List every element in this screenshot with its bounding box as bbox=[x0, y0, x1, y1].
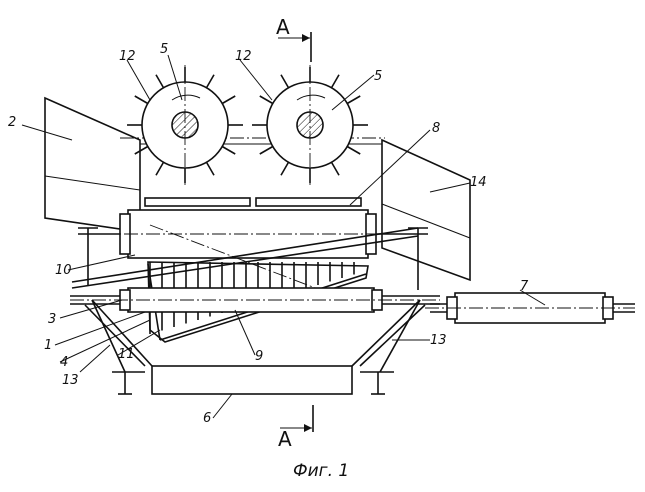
callout-5-right: 5 bbox=[374, 69, 382, 84]
callout-1: 1 bbox=[44, 338, 52, 353]
callout-11: 9 bbox=[255, 349, 263, 364]
rotor-tooth bbox=[207, 162, 215, 175]
rotor-tooth bbox=[332, 75, 340, 88]
rotor-tooth bbox=[347, 96, 360, 104]
section-label-top: А bbox=[276, 15, 290, 39]
left-rotor bbox=[142, 65, 228, 185]
left-hopper-wall bbox=[45, 98, 140, 232]
callout-10: 8 bbox=[432, 121, 440, 136]
rotor-tooth bbox=[281, 75, 289, 88]
side-roller bbox=[425, 293, 635, 323]
rotor-tooth bbox=[207, 75, 215, 88]
rotor-tooth bbox=[156, 162, 164, 175]
callout-4: 4 bbox=[60, 355, 68, 370]
rotor-tooth bbox=[156, 75, 164, 88]
top-plates bbox=[145, 198, 361, 206]
figure-caption: Фиг. 1 bbox=[293, 461, 349, 481]
right-rotor bbox=[267, 65, 353, 185]
callout-14: 14 bbox=[470, 175, 487, 190]
upper-roller bbox=[80, 210, 425, 258]
rotor-tooth bbox=[347, 147, 360, 155]
section-mark-bottom: А bbox=[278, 405, 313, 451]
callout-5-left: 5 bbox=[160, 42, 168, 57]
rotor-tooth bbox=[222, 96, 235, 104]
rotor-tooth bbox=[222, 147, 235, 155]
callout-13-right: 13 bbox=[430, 333, 447, 348]
rotor-tooth bbox=[281, 162, 289, 175]
rotor-tooth bbox=[260, 147, 273, 155]
section-label-bottom: А bbox=[278, 427, 292, 451]
callout-3: 3 bbox=[48, 312, 56, 327]
lower-roller bbox=[70, 288, 440, 312]
callout-9: 11 bbox=[118, 347, 135, 362]
section-mark-top: А bbox=[276, 15, 311, 62]
rotor-tooth bbox=[332, 162, 340, 175]
callout-2: 2 bbox=[8, 115, 16, 130]
callout-12-left: 12 bbox=[119, 49, 136, 64]
callout-8: 10 bbox=[55, 263, 72, 278]
callout-6: 7 bbox=[520, 279, 529, 294]
callout-7: 6 bbox=[203, 411, 211, 426]
rotor-tooth bbox=[135, 96, 148, 104]
callout-13-left: 13 bbox=[62, 373, 79, 388]
callout-12-right: 12 bbox=[235, 49, 252, 64]
right-hopper-wall bbox=[382, 140, 470, 280]
rotor-tooth bbox=[260, 96, 273, 104]
